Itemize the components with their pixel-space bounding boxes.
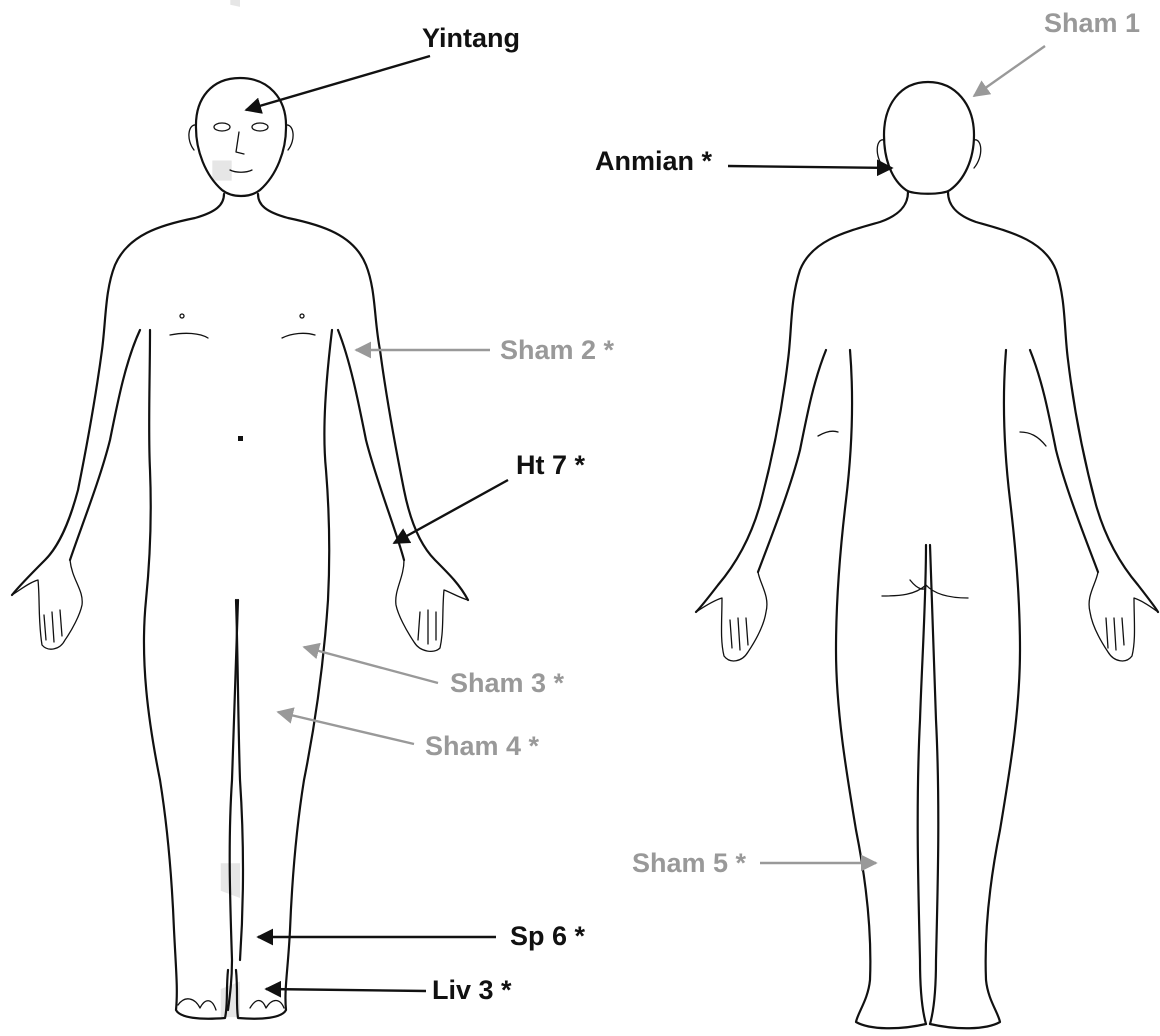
label-sham4: Sham 4 * [425, 733, 539, 760]
label-sp6: Sp 6 * [510, 923, 585, 950]
arrow-liv3 [266, 989, 426, 991]
arrow-anmian [728, 166, 892, 168]
arrow-ht7 [394, 480, 508, 543]
label-anmian: Anmian * [595, 148, 712, 175]
arrow-sham1 [974, 46, 1045, 96]
label-yintang: Yintang [422, 25, 520, 52]
label-ht7: Ht 7 * [516, 452, 585, 479]
label-sham1: Sham 1 [1044, 10, 1140, 37]
front-body-figure [12, 78, 468, 1019]
arrow-yintang [246, 56, 430, 110]
label-sham2: Sham 2 * [500, 337, 614, 364]
label-sham3: Sham 3 * [450, 670, 564, 697]
label-sham5: Sham 5 * [632, 850, 746, 877]
label-liv3: Liv 3 * [432, 977, 512, 1004]
arrow-sham3 [304, 647, 438, 683]
back-body-figure [696, 82, 1158, 1028]
arrow-sham4 [278, 712, 414, 744]
